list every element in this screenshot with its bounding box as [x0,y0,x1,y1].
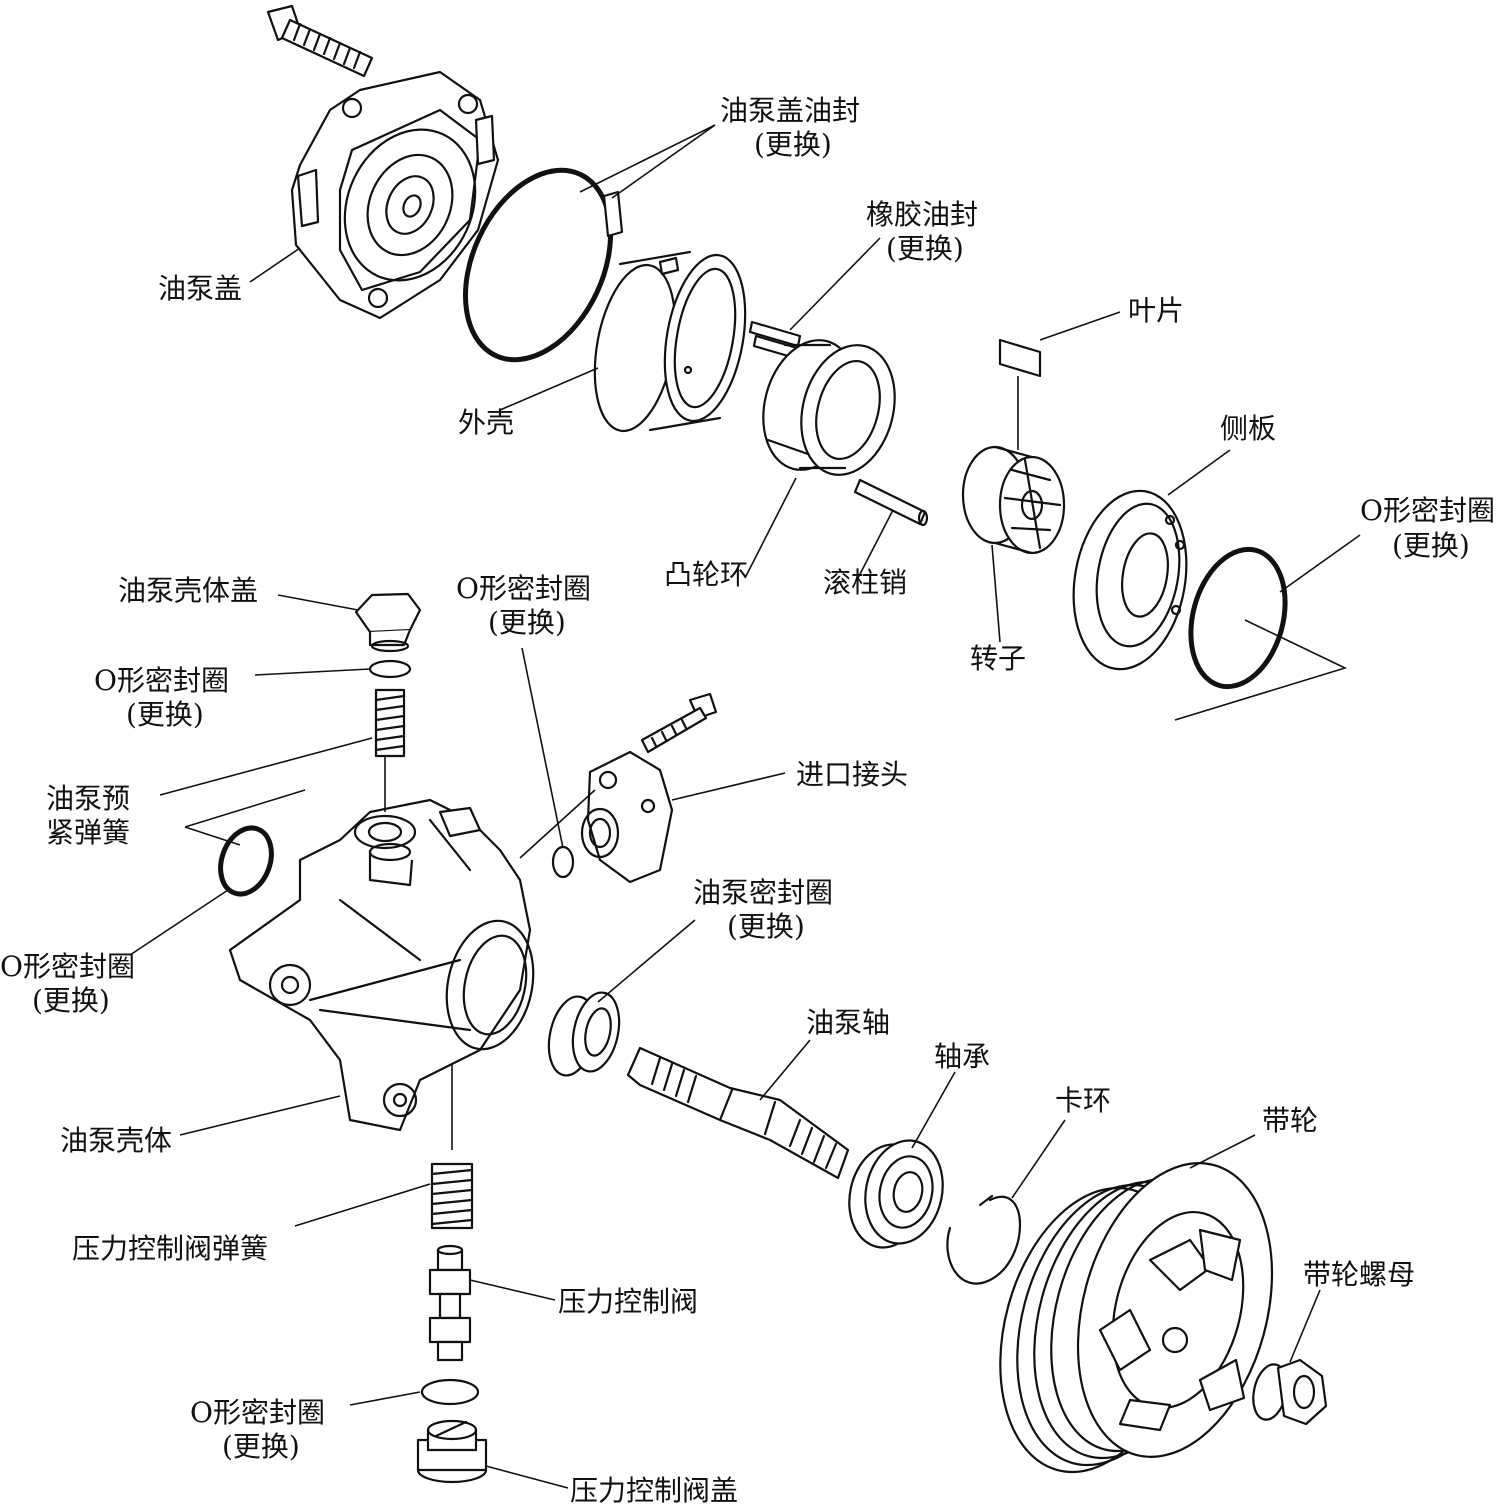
label-oring-bottom: O形密封圈 [190,1396,325,1429]
control-valve [428,1244,472,1362]
label-oring-mid: O形密封圈 [456,572,591,605]
preload-spring [374,688,406,758]
label-oring-left: O形密封圈 [0,950,135,983]
label-bearing: 轴承 [934,1040,990,1073]
label-pump-seal-note: (更换) [727,910,805,943]
bearing [848,1139,944,1249]
leader-lines [129,124,1361,1489]
label-pump-shaft: 油泵轴 [806,1006,890,1039]
cover-bolt [266,4,374,78]
label-oring-bottom-note: (更换) [222,1430,300,1463]
label-rotor: 转子 [970,642,1026,675]
label-rubber-seal: 橡胶油封 [866,198,978,231]
side-plate [1072,489,1188,671]
housing-cap [354,592,422,653]
label-oring-right-note: (更换) [1392,529,1470,562]
label-valve-spring: 压力控制阀弹簧 [72,1232,268,1265]
mid-oring [551,845,575,879]
label-oring-left-note: (更换) [32,984,110,1017]
label-cam-ring: 凸轮环 [664,558,748,591]
label-oring-right: O形密封圈 [1360,494,1495,527]
snap-ring [946,1194,1022,1285]
left-oring [218,825,274,897]
label-inlet-fitting: 进口接头 [796,758,908,791]
inlet-bolt [640,692,718,754]
pump-shaft [626,1046,850,1180]
valve-spring [430,1162,474,1230]
label-pump-cover: 油泵盖 [158,272,242,305]
cam-ring [762,339,896,476]
label-pump-body: 油泵壳体 [60,1124,172,1157]
vane [998,338,1042,378]
label-oring-cap-note: (更换) [126,698,204,731]
label-housing-cap: 油泵壳体盖 [118,574,258,607]
label-pump-seal: 油泵密封圈 [693,876,833,909]
label-snap-ring: 卡环 [1055,1084,1111,1117]
label-pulley: 带轮 [1262,1104,1318,1137]
pump-cover [290,70,500,320]
labels: 油泵盖油封 (更换) 橡胶油封 (更换) 叶片 油泵盖 外壳 侧板 O形密封圈 … [0,94,1495,1506]
label-side-plate: 侧板 [1220,412,1276,445]
pump-cover-oring [462,167,624,363]
label-pump-cover-seal: 油泵盖油封 [720,94,860,127]
label-oring-cap: O形密封圈 [94,664,229,697]
pulley [999,1162,1274,1474]
label-control-valve: 压力控制阀 [558,1285,698,1318]
label-housing-shell: 外壳 [458,406,514,439]
label-vane: 叶片 [1128,294,1184,327]
label-preload-spring-1: 油泵预 [46,782,130,815]
inlet-fitting [580,750,674,884]
label-valve-cap: 压力控制阀盖 [570,1474,738,1506]
pulley-nut [1252,1358,1328,1426]
label-preload-spring-2: 紧弹簧 [46,816,130,849]
label-roller-pin: 滚柱销 [823,566,907,599]
label-oring-mid-note: (更换) [488,606,566,639]
rotor [961,445,1066,555]
outer-shell [593,250,747,433]
label-pulley-nut: 带轮螺母 [1303,1258,1415,1291]
roller-pin [853,478,929,527]
label-pump-cover-seal-note: (更换) [754,128,832,161]
bottom-oring [420,1378,480,1406]
pump-seal [547,991,621,1077]
cap-oring [368,659,412,679]
label-rubber-seal-note: (更换) [886,232,964,265]
side-oring [1188,546,1288,690]
pump-body [228,798,535,1132]
valve-cap [416,1419,488,1484]
